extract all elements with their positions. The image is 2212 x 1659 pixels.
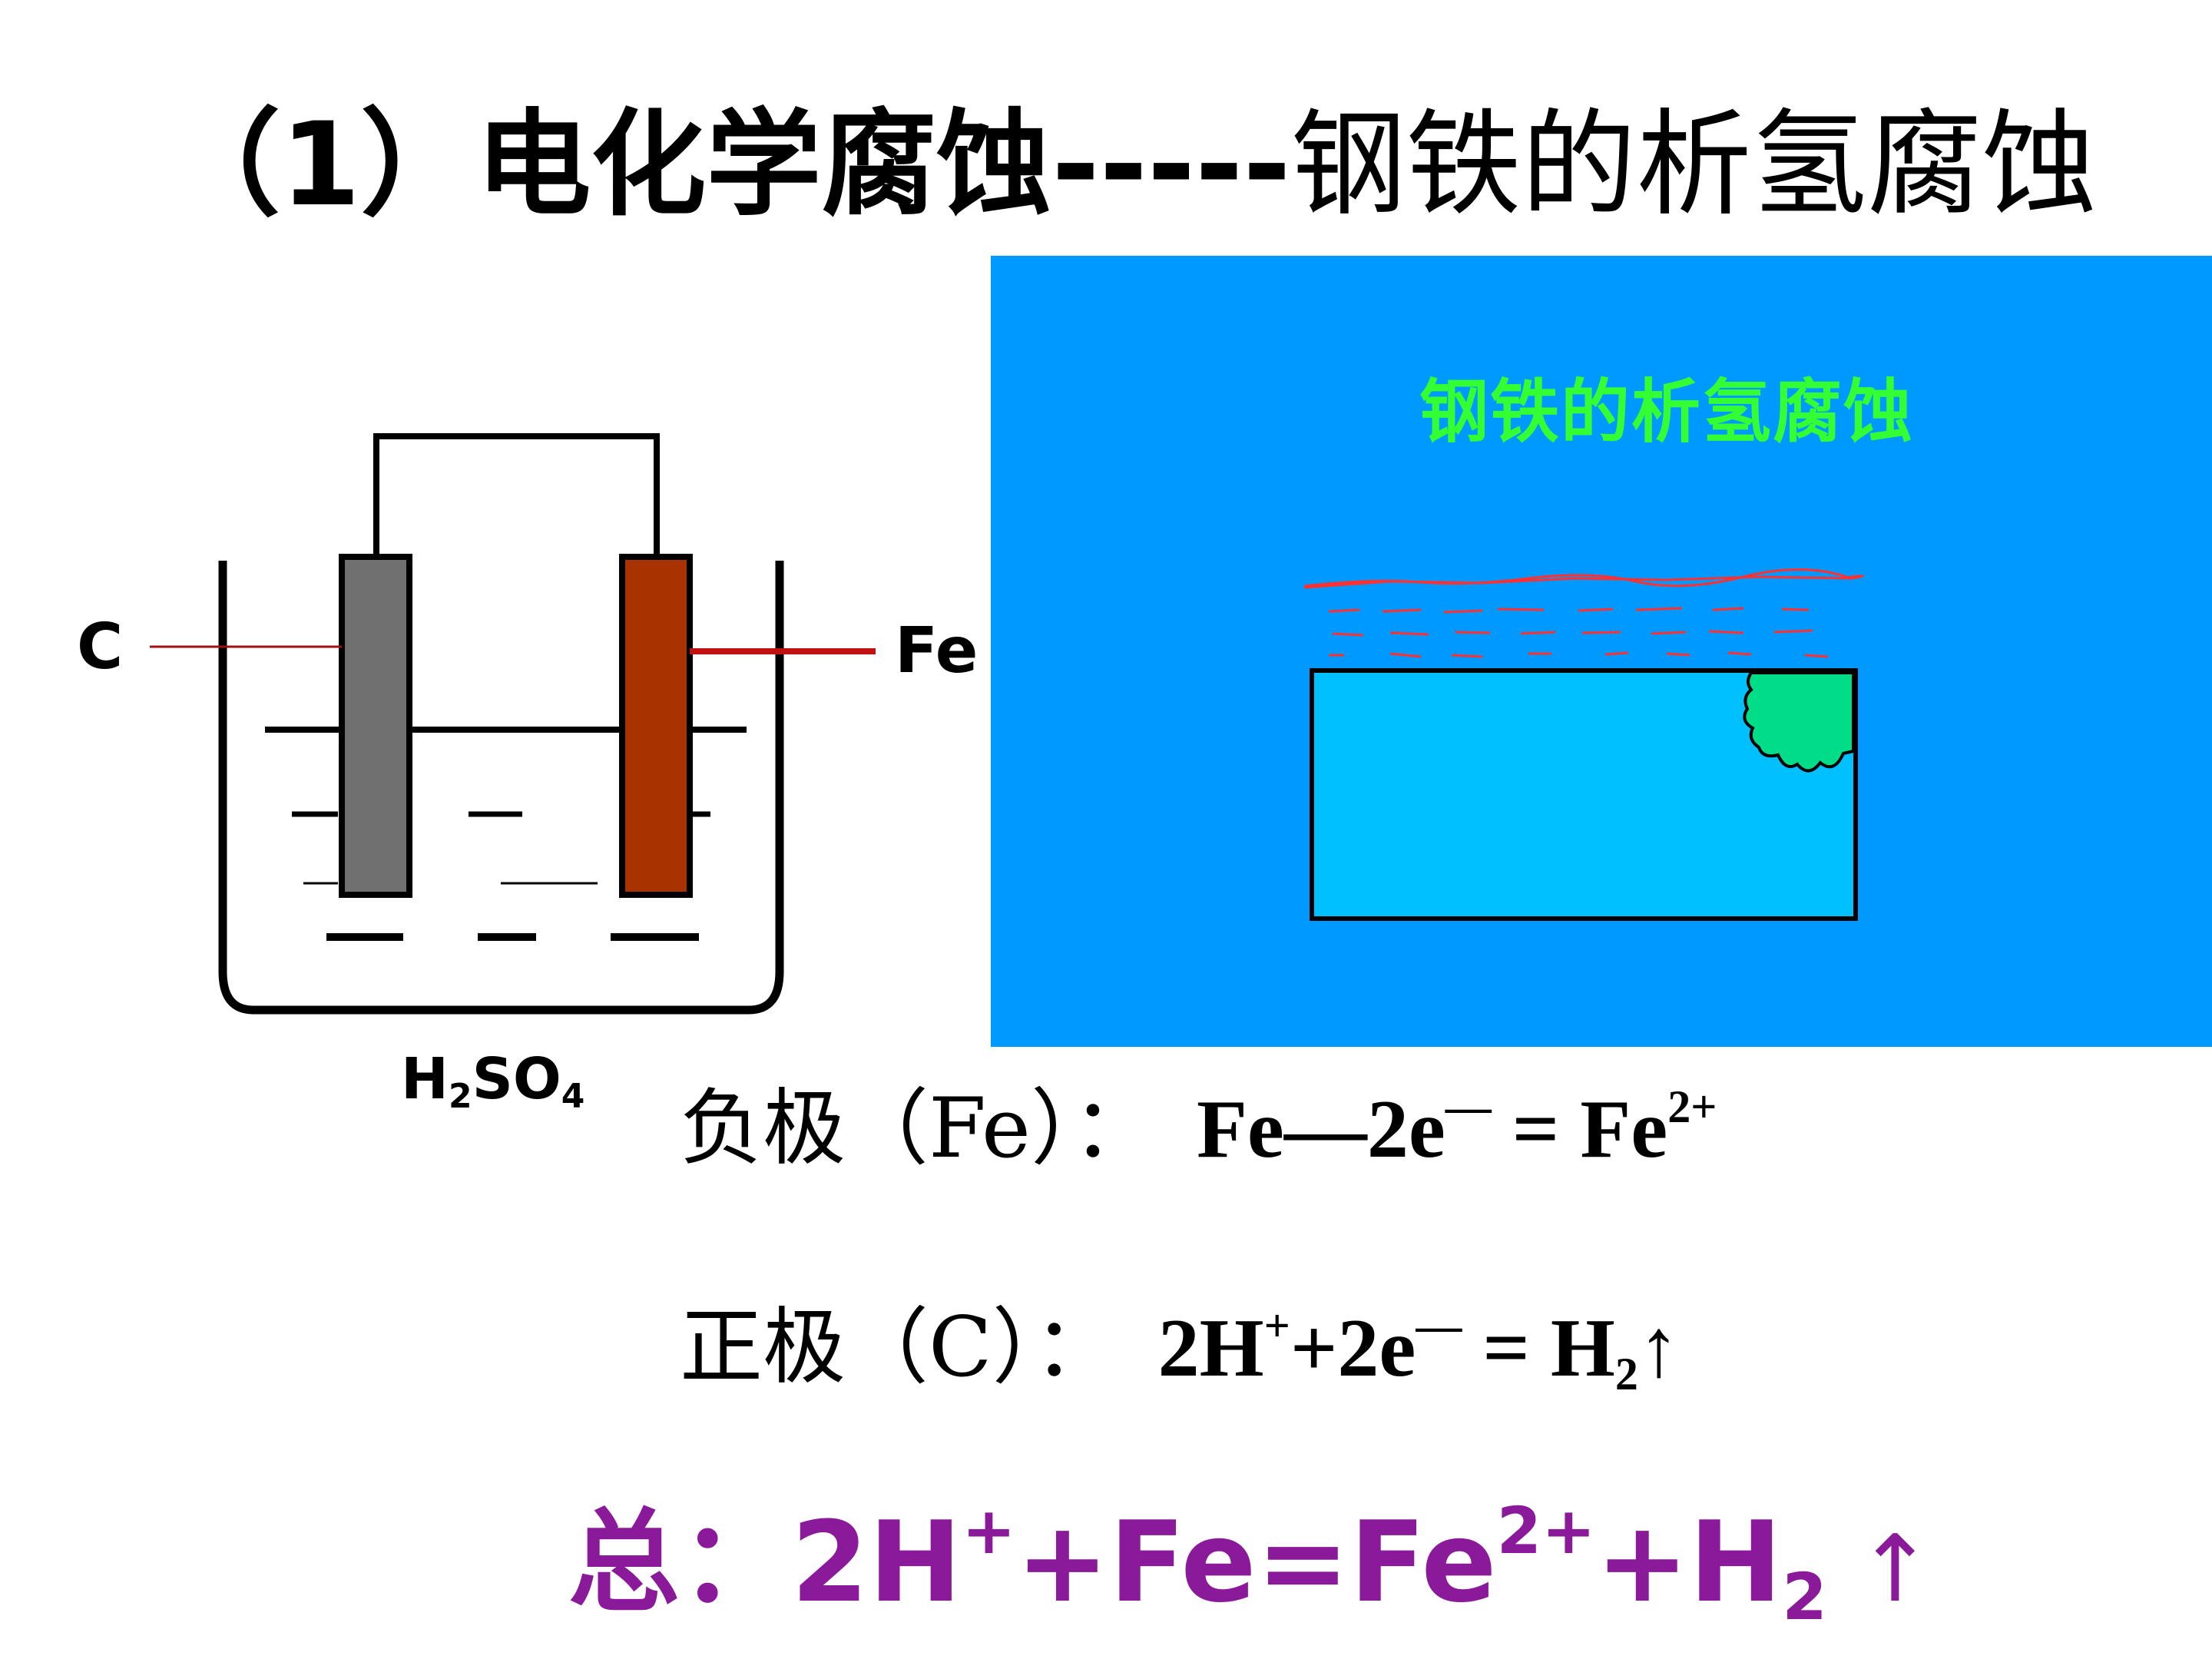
beaker [218, 561, 784, 1015]
iron-electrode [619, 554, 693, 898]
corrosion-spot [1743, 671, 1855, 773]
title-suffix: 钢铁的析氢腐蚀 [1290, 98, 2098, 232]
total-c: +H [1595, 1498, 1783, 1628]
gas-arrow: ↑ [1826, 1516, 1934, 1623]
positive-b: +2e [1290, 1303, 1416, 1394]
corrosion-animation-drawing [1303, 568, 1864, 921]
total-b: +Fe=Fe [1015, 1498, 1497, 1628]
title-dashes: ----- [1051, 98, 1291, 232]
negative-electrode-label: 负极（Fe）： [680, 1081, 1155, 1177]
negative-electrode-equation: 负极（Fe）： Fe—2e— = Fe2+ [680, 1079, 1717, 1180]
connecting-wire [373, 433, 660, 557]
hydrogen-ion-charge: + [1263, 1300, 1290, 1351]
hydrogen-subscript: 2 [1782, 1559, 1827, 1634]
hydrogen-subscript: 2 [1614, 1349, 1638, 1399]
gas-arrow: ↑ [1637, 1303, 1680, 1394]
iron-ion-charge: 2+ [1667, 1081, 1717, 1132]
liquid-dashes [292, 811, 710, 941]
negative-equals: = Fe [1491, 1084, 1668, 1175]
total-a: 2H [791, 1498, 962, 1628]
electron-charge: — [1445, 1081, 1492, 1132]
animation-title: 钢铁的析氢腐蚀 [1419, 372, 1914, 452]
negative-lhs: Fe—2e [1196, 1084, 1445, 1175]
title-prefix: （1）电化学腐蚀 [165, 98, 1052, 232]
electron-charge: — [1416, 1300, 1462, 1351]
iron-ion-charge: 2+ [1496, 1493, 1596, 1568]
positive-electrode-label: 正极（C）： [680, 1300, 1117, 1396]
water-film-lines [1303, 568, 1864, 658]
total-equation: 总：2H++Fe=Fe2++H2 ↑ [568, 1498, 1934, 1635]
electrolyte-label: H2SO4 [401, 1046, 584, 1116]
carbon-label: C [77, 611, 123, 684]
positive-electrode-equation: 正极（C）： 2H++2e— = H2↑ [680, 1298, 1680, 1399]
electrochemical-cell-diagram: C Fe H2SO4 [77, 433, 978, 1116]
positive-c: = H [1462, 1303, 1615, 1394]
iron-label: Fe [895, 614, 978, 687]
hydrogen-ion-charge: + [962, 1493, 1016, 1568]
carbon-electrode [339, 554, 412, 898]
slide-title: （1）电化学腐蚀-----钢铁的析氢腐蚀 [165, 92, 2098, 238]
positive-a: 2H [1157, 1303, 1264, 1394]
total-label: 总： [568, 1498, 791, 1628]
corrosion-animation-panel: 钢铁的析氢腐蚀 [991, 256, 2212, 1047]
